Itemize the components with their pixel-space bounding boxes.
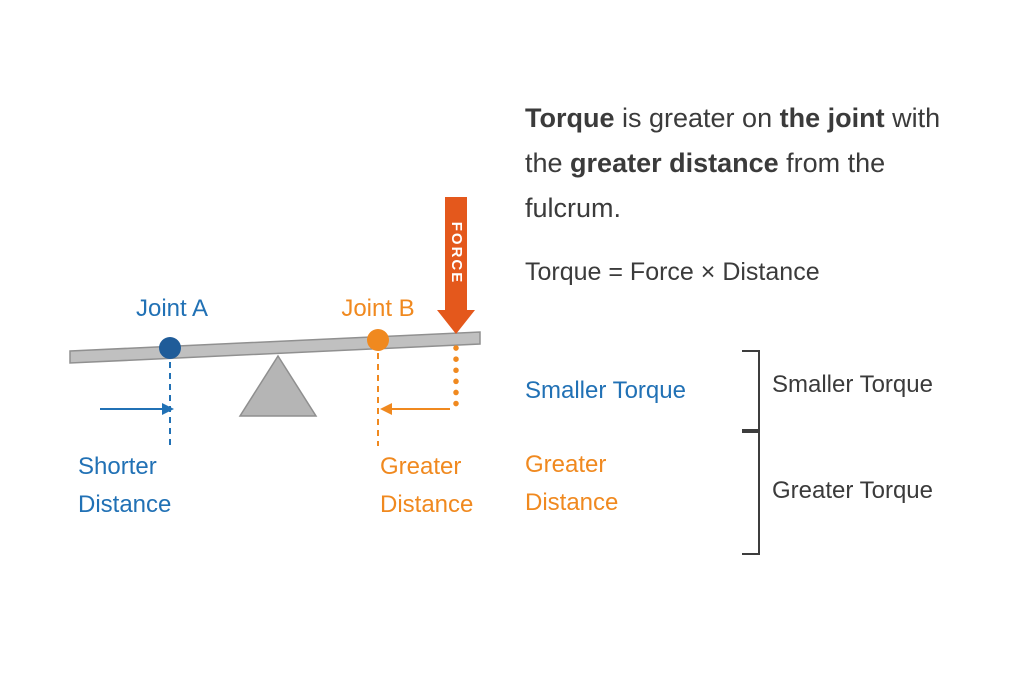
joint-a-dot <box>159 337 181 359</box>
shorter-distance-label: Shorter Distance <box>78 453 172 518</box>
greater-distance-label: Greater Distance <box>380 453 474 518</box>
greater-distance-arrowhead <box>380 403 392 415</box>
explanation-segment: from the fulcrum. <box>525 148 886 223</box>
torque-formula: Torque = Force × Distance <box>525 258 820 286</box>
lever-diagram <box>69 197 481 446</box>
joint-b-label: Joint B <box>341 295 415 322</box>
explanation-segment: the joint <box>779 103 885 133</box>
explanation-segment: with the <box>525 103 941 178</box>
bracket-smaller-torque <box>742 350 760 431</box>
force-arrow <box>437 197 475 334</box>
explanation-segment: greater distance <box>570 148 779 178</box>
explanation-segment: is greater on <box>614 103 780 133</box>
explanation-segment: Torque <box>525 103 615 133</box>
explanation-paragraph: Torque is greater on the joint with the … <box>525 96 949 231</box>
joint-b-dot <box>367 329 389 351</box>
fulcrum-triangle <box>238 354 318 417</box>
shorter-distance-arrowhead <box>162 403 174 415</box>
bracket-greater-torque <box>742 431 760 555</box>
joint-a-label: Joint A <box>135 295 209 322</box>
comparison-result-smaller: Smaller Torque <box>772 371 933 398</box>
force-label: FORCE <box>448 221 465 285</box>
comparison-label-greater: Greater Distance <box>525 451 619 516</box>
lever-bar <box>69 331 481 364</box>
comparison-result-greater: Greater Torque <box>772 477 933 504</box>
comparison-label-smaller: Smaller Torque <box>525 377 686 404</box>
